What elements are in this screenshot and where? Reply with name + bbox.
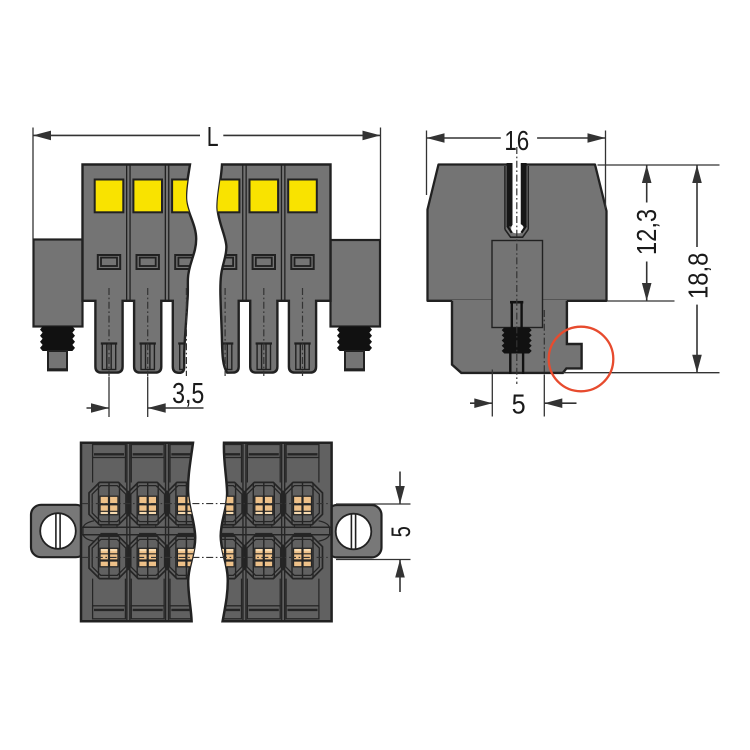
svg-text:3,5: 3,5 <box>172 376 204 409</box>
svg-text:L: L <box>207 121 219 153</box>
svg-text:5: 5 <box>386 526 417 537</box>
svg-text:18,8: 18,8 <box>682 253 714 299</box>
svg-text:12,3: 12,3 <box>630 209 662 255</box>
svg-text:5: 5 <box>512 388 526 420</box>
svg-text:16: 16 <box>504 126 529 157</box>
